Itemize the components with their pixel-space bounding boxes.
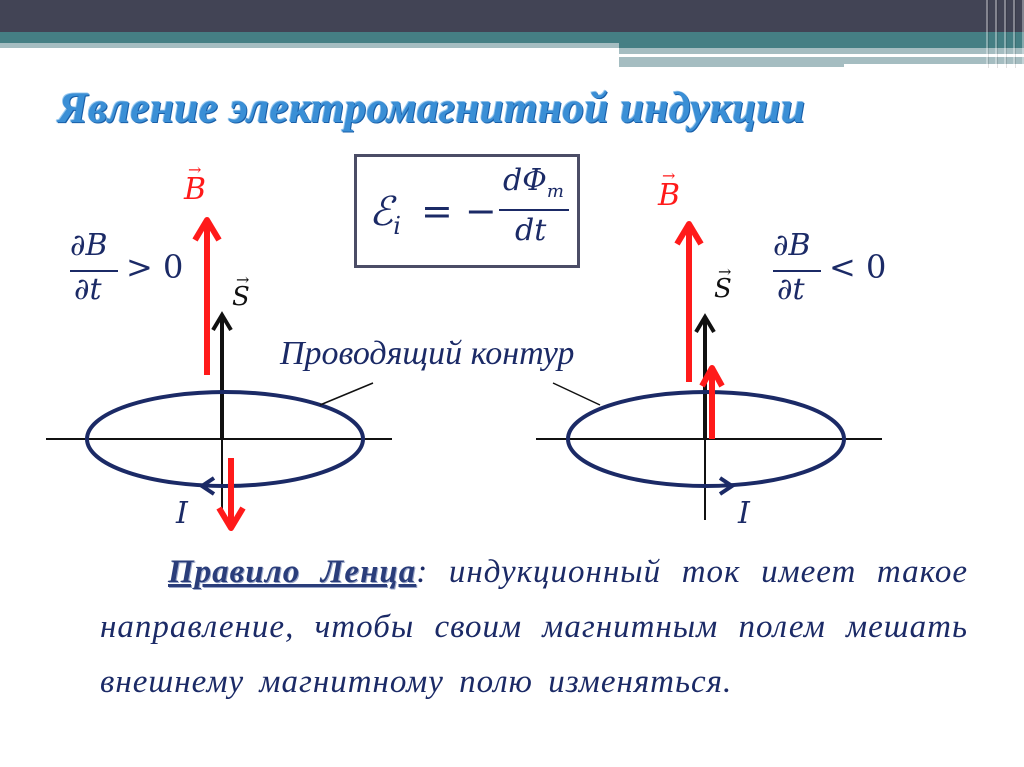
left-contour-ellipse (85, 390, 365, 488)
right-derivative-numerator: ∂B (773, 228, 811, 263)
left-s-label: → S (232, 270, 250, 312)
conducting-contour-label: Проводящий контур (280, 335, 575, 372)
left-b-arrowhead-icon (192, 217, 222, 242)
right-derivative-denominator: ∂t (777, 272, 805, 307)
left-current-label: I (176, 496, 188, 531)
left-current-arrow-icon (198, 476, 216, 496)
right-current-label: I (738, 496, 750, 531)
right-derivative-bar (773, 270, 821, 272)
left-diagram (46, 217, 392, 531)
formula-equals-minus: = − (421, 189, 497, 233)
header-edge-stripes (980, 0, 1024, 68)
right-contour-ellipse (566, 390, 846, 488)
emf-symbol: ℰi (369, 189, 401, 240)
slide-title: Явление электромагнитной индукции (58, 85, 806, 132)
left-derivative-numerator: ∂B (70, 228, 108, 263)
left-b-label: → B (184, 160, 207, 207)
right-s-arrowhead-icon (694, 313, 716, 334)
right-derivative-relation: < 0 (829, 248, 887, 286)
header-band-light-right-2 (619, 57, 1024, 67)
left-derivative-relation: > 0 (126, 248, 184, 286)
header-band-dark (0, 0, 1024, 32)
header-band-light-right-1 (619, 48, 1024, 54)
right-b-label: → B (658, 166, 681, 213)
left-label-leader-line (319, 382, 374, 406)
left-induced-b-arrowhead-icon (216, 506, 246, 531)
emf-formula-box: ℰi = − dΦm dt (354, 154, 580, 268)
lenz-rule-paragraph: Правило Ленца: индукционный ток имеет та… (100, 545, 968, 710)
right-current-arrow-icon (718, 476, 736, 496)
lenz-rule-text: индукционный ток имеет такое направление… (100, 554, 968, 700)
right-diagram (536, 221, 882, 520)
vector-arrow-icon: → (662, 166, 676, 185)
left-derivative-denominator: ∂t (74, 272, 102, 307)
left-s-arrowhead-icon (211, 311, 233, 332)
vector-arrow-icon: → (718, 262, 732, 281)
header-band-light-left (0, 43, 619, 48)
right-s-label: → S (714, 262, 732, 304)
formula-denominator: dt (515, 213, 547, 248)
lenz-rule-term: Правило Ленца (168, 554, 417, 590)
vector-arrow-icon: → (188, 160, 202, 179)
right-b-arrowhead-icon (674, 221, 704, 246)
formula-fraction-bar (499, 209, 569, 211)
formula-numerator: dΦm (503, 163, 564, 202)
right-induced-b-arrowhead-icon (699, 365, 725, 388)
right-label-leader-line (552, 382, 601, 406)
lenz-rule-colon: : (416, 554, 429, 590)
header-band-white-gap (844, 64, 1024, 68)
vector-arrow-icon: → (236, 270, 250, 289)
left-derivative-bar (70, 270, 118, 272)
